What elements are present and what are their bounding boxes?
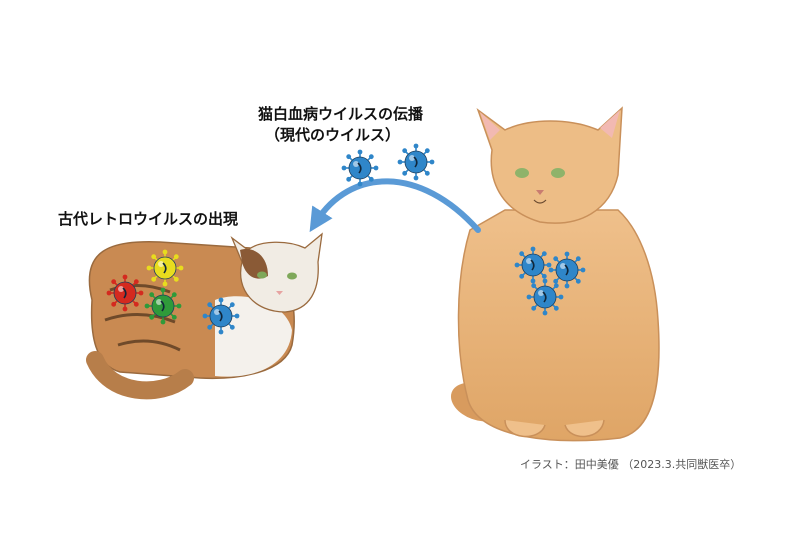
illustration-credit: イラスト：田中美優 （2023.3.共同獣医卒）	[520, 458, 742, 471]
calico-cat	[86, 232, 323, 400]
emergence-title: 古代レトロウイルスの出現	[58, 210, 239, 228]
virus-orange-cat-2	[548, 251, 586, 289]
virus-layer	[106, 143, 586, 335]
orange-cat-nose	[536, 190, 544, 195]
virus-calico-blue	[202, 297, 240, 335]
virus-transmitting-1	[341, 149, 379, 187]
virus-transmitting-2	[397, 143, 435, 181]
virus-orange-cat-3	[526, 278, 564, 316]
orange-cat-mouth	[533, 199, 547, 204]
virus-calico-red	[106, 274, 144, 312]
virus-calico-green	[144, 287, 182, 325]
calico-cat-eye-right	[287, 272, 297, 280]
calico-cat-nose	[276, 291, 283, 295]
orange-cat-ear-left	[480, 112, 500, 140]
calico-cat-head-patch	[240, 249, 268, 279]
orange-cat	[450, 106, 660, 442]
calico-cat-tail	[86, 351, 194, 400]
orange-cat-eye-left	[515, 168, 529, 178]
orange-cat-ear-right	[600, 110, 620, 138]
transmission-arrow	[309, 178, 481, 233]
transmission-title: 猫白血病ウイルスの伝播	[258, 105, 424, 123]
transmission-subtitle: （現代のウイルス）	[265, 126, 401, 144]
calico-cat-eye-left	[257, 271, 267, 279]
virus-calico-yellow	[146, 249, 184, 287]
orange-cat-eye-right	[551, 168, 565, 178]
orange-cat-head	[476, 106, 623, 224]
orange-cat-paws	[504, 419, 605, 438]
virus-orange-cat-1	[514, 246, 552, 284]
orange-cat-body	[457, 209, 660, 442]
